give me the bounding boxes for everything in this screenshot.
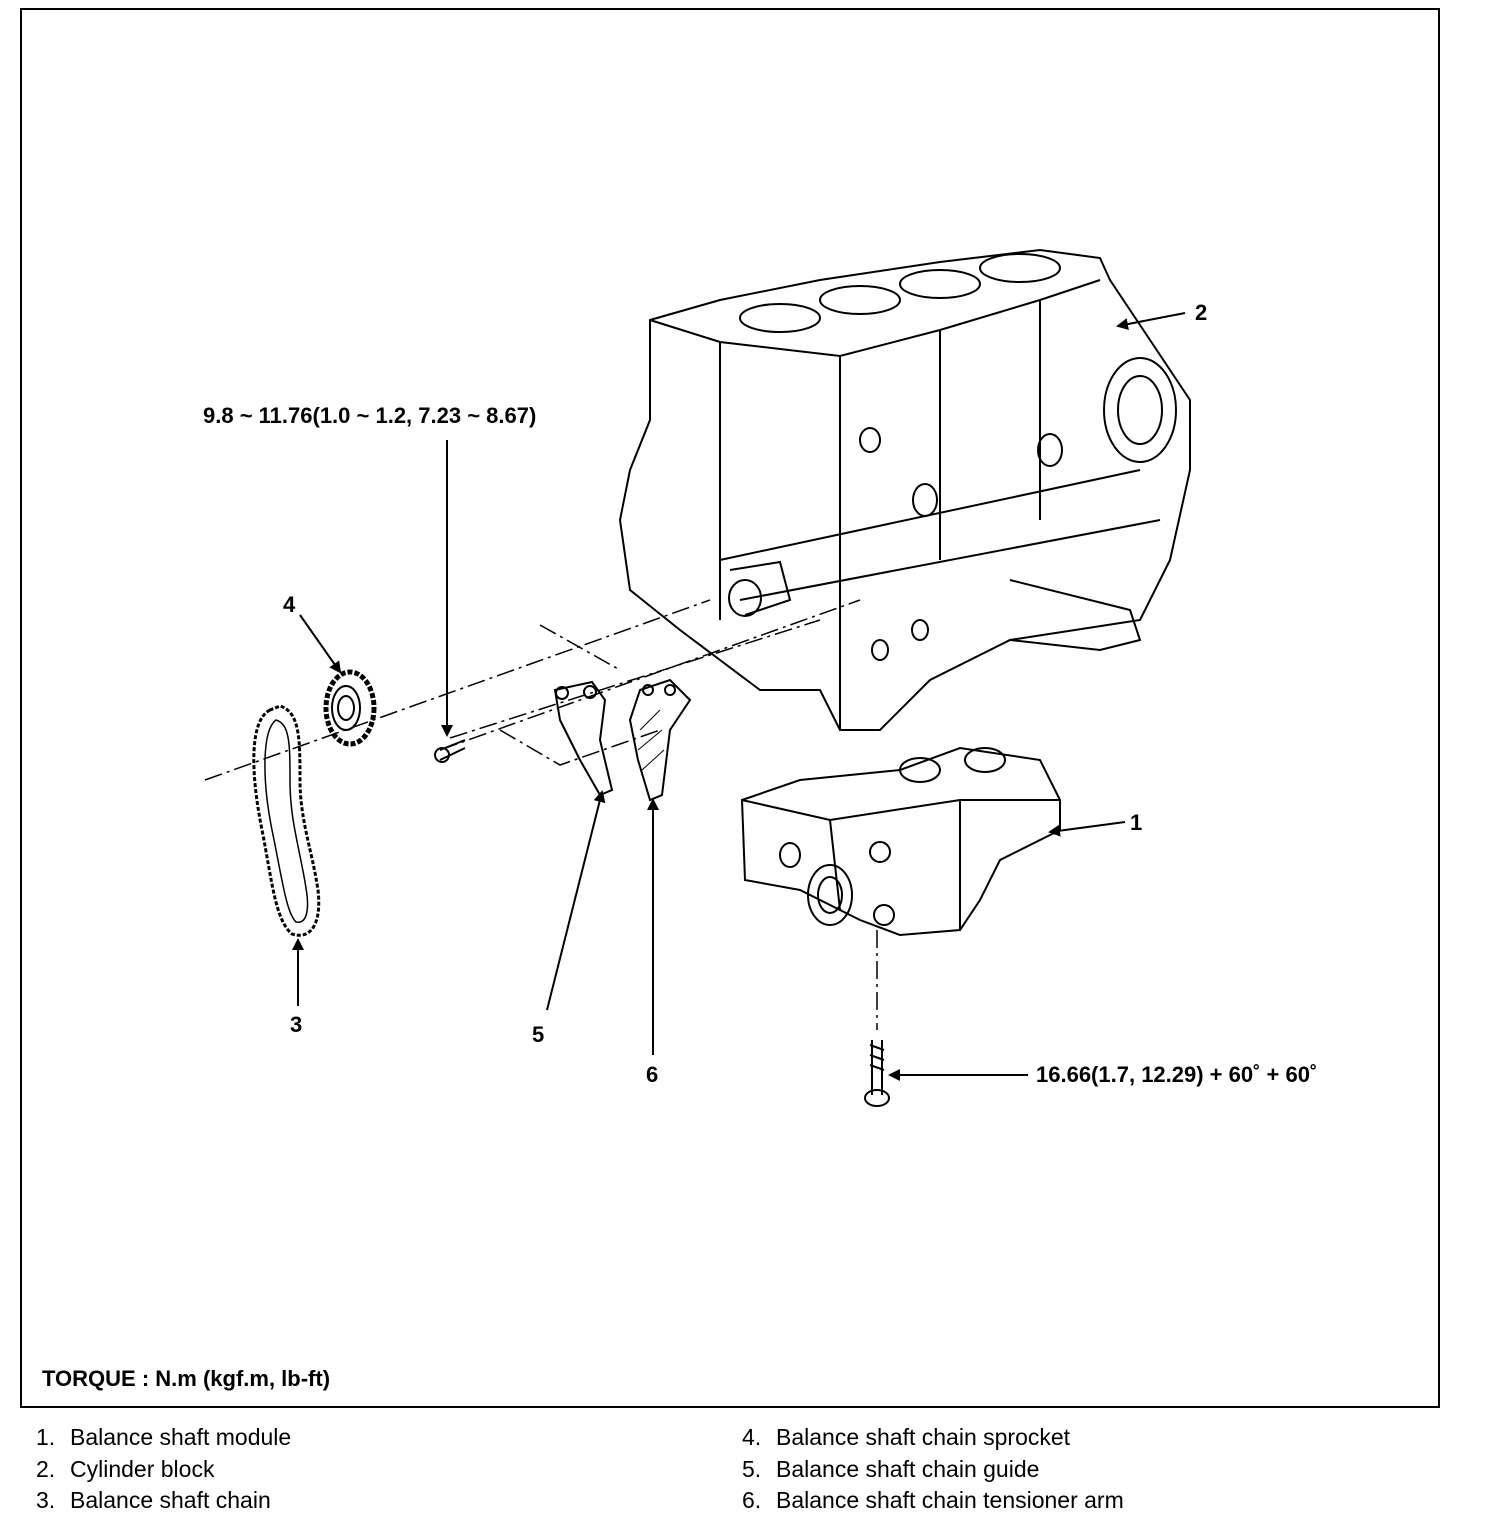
diagram-frame bbox=[20, 8, 1440, 1408]
upper-bolt-drawing bbox=[434, 739, 466, 763]
callout-5: 5 bbox=[532, 1022, 545, 1047]
callout-2: 2 bbox=[1195, 300, 1208, 325]
balance-shaft-module-drawing bbox=[740, 746, 1061, 937]
legend-number: 4. bbox=[742, 1424, 762, 1450]
legend-item: 3. Balance shaft chain bbox=[36, 1485, 291, 1517]
leader-lines bbox=[292, 312, 1186, 1081]
torque-unit-label: TORQUE : N.m (kgf.m, lb-ft) bbox=[42, 1366, 331, 1391]
legend-item: 2. Cylinder block bbox=[36, 1454, 291, 1486]
callout-1: 1 bbox=[1130, 810, 1143, 835]
alignment-lines bbox=[204, 599, 878, 1030]
legend-number: 1. bbox=[36, 1424, 56, 1450]
tensioner-arm-drawing bbox=[628, 678, 692, 802]
legend-item: 1. Balance shaft module bbox=[36, 1422, 291, 1454]
legend-number: 5. bbox=[742, 1455, 762, 1482]
legend-left: 1.Balance shaft module 2.Cylinder block … bbox=[36, 1422, 291, 1517]
chain-sprocket-drawing bbox=[323, 669, 377, 747]
legend-right: 4. Balance shaft chain sprocket 5. Balance… bbox=[742, 1422, 1124, 1517]
callout-6: 6 bbox=[646, 1062, 659, 1087]
upper-bolt-torque-spec: 9.8 ~ 11.76(1.0 ~ 1.2, 7.23 ~ 8.67) bbox=[203, 403, 537, 428]
callout-3: 3 bbox=[290, 1012, 303, 1037]
callout-4: 4 bbox=[283, 592, 296, 617]
legend-item: 6. Balance shaft chain tensioner arm bbox=[742, 1485, 1124, 1517]
lower-bolt-torque-spec: 16.66(1.7, 12.29) + 60˚ + 60˚ bbox=[1036, 1062, 1318, 1087]
cylinder-block-drawing bbox=[618, 248, 1191, 731]
legend-label: Balance shaft chain bbox=[70, 1487, 271, 1513]
lower-bolt-drawing bbox=[864, 1040, 890, 1107]
legend-label: Balance shaft chain sprocket bbox=[776, 1424, 1071, 1450]
legend-item: 5. Balance shaft chain guide bbox=[742, 1454, 1124, 1486]
chain-guide-drawing bbox=[553, 680, 614, 797]
legend-number: 2. bbox=[36, 1455, 56, 1482]
legend-label: Balance shaft chain tensioner arm bbox=[776, 1487, 1124, 1513]
legend-item: 4. Balance shaft chain sprocket bbox=[742, 1422, 1124, 1454]
legend-label: Balance shaft module bbox=[70, 1424, 292, 1450]
legend-number: 3. bbox=[36, 1487, 56, 1513]
legend-number: 6. bbox=[742, 1487, 762, 1513]
balance-shaft-chain-drawing bbox=[252, 704, 321, 937]
legend-label: Cylinder block bbox=[70, 1455, 215, 1482]
legend-label: Balance shaft chain guide bbox=[776, 1455, 1040, 1482]
